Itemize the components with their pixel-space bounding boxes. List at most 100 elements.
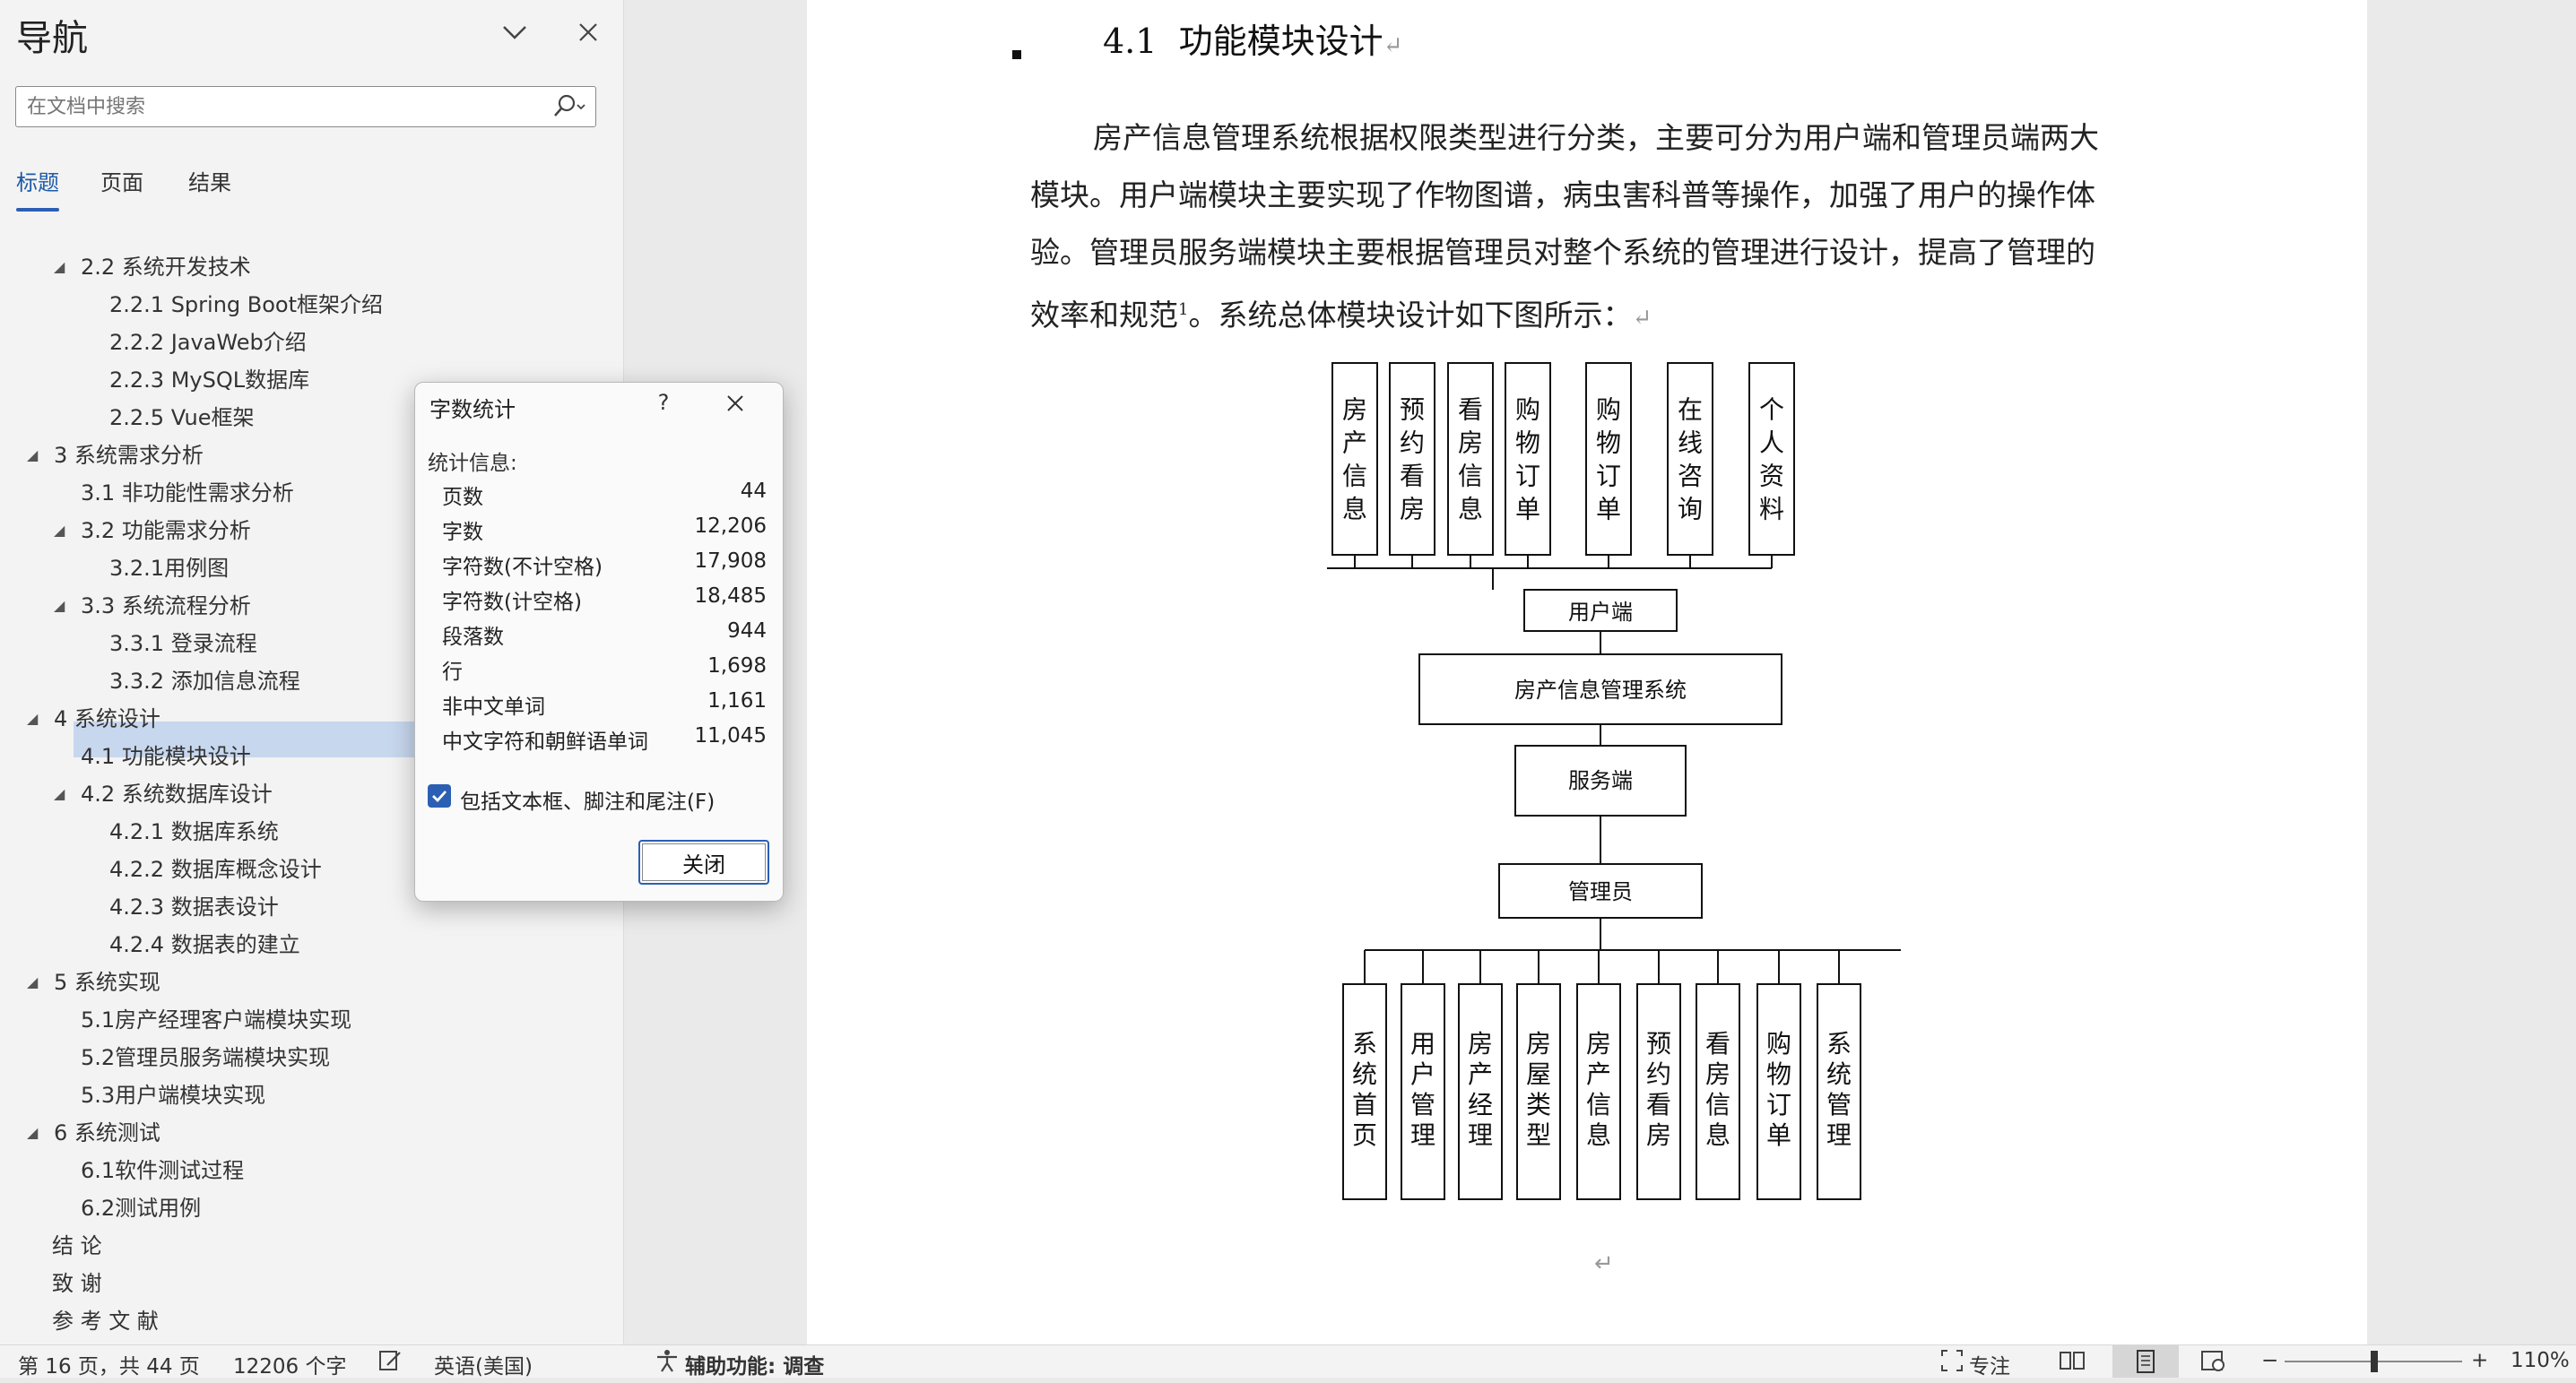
heading-item[interactable]: 4.2.1 数据库系统: [0, 814, 610, 850]
accessibility-icon: [655, 1349, 680, 1378]
top-module-label: 订: [1515, 462, 1540, 491]
collapse-triangle-icon[interactable]: ◢: [54, 522, 65, 539]
language[interactable]: 英语(美国): [434, 1355, 533, 1379]
focus-button[interactable]: 专注: [1969, 1355, 2010, 1379]
top-module-label: 单: [1515, 495, 1540, 524]
close-icon[interactable]: [720, 388, 750, 419]
heading-item-label: 2.2 系统开发技术: [81, 255, 251, 280]
heading-item[interactable]: 6.2测试用例: [0, 1190, 610, 1226]
accessibility-status[interactable]: 辅助功能: 调查: [685, 1355, 825, 1379]
word-count[interactable]: 12206 个字: [233, 1355, 347, 1379]
collapse-triangle-icon[interactable]: ◢: [27, 446, 39, 463]
heading-item[interactable]: 致 谢: [0, 1266, 610, 1301]
top-module-label: 询: [1678, 495, 1703, 524]
zoom-slider-thumb[interactable]: [2371, 1351, 2378, 1372]
heading-item[interactable]: 6.1软件测试过程: [0, 1153, 610, 1189]
module-diagram: 首页房产信息预约看房看房信息购物订单购物订单在线咨询个人资料用户端房产信息管理系…: [1327, 362, 1901, 1200]
heading-item[interactable]: 结 论: [0, 1228, 610, 1264]
collapse-triangle-icon[interactable]: ◢: [54, 258, 65, 275]
close-button[interactable]: 关闭: [638, 840, 769, 885]
heading-item[interactable]: 5.2管理员服务端模块实现: [0, 1040, 610, 1076]
document-page[interactable]: 4.1 功能模块设计↵ 房产信息管理系统根据权限类型进行分类，主要可分为用户端和…: [807, 0, 2367, 1344]
search-icon[interactable]: [551, 92, 586, 121]
heading-item[interactable]: 2.2.5 Vue框架: [0, 400, 610, 436]
heading-item[interactable]: 3.1 非功能性需求分析: [0, 475, 610, 511]
heading-item[interactable]: 2.2.2 JavaWeb介绍: [0, 324, 610, 360]
heading-item[interactable]: ◢4.2 系统数据库设计: [0, 776, 610, 812]
system-box: [1418, 653, 1782, 725]
heading-item[interactable]: 5.1房产经理客户端模块实现: [0, 1002, 610, 1038]
bottom-module-label: 用: [1410, 1029, 1435, 1059]
tab-headings[interactable]: 标题: [16, 165, 59, 212]
collapse-triangle-icon[interactable]: ◢: [54, 597, 65, 614]
stats-key: 非中文单词: [442, 696, 545, 719]
heading-item[interactable]: ◢ 3.2 功能需求分析: [0, 513, 610, 549]
stats-row: 字符数(计空格)18,485: [442, 584, 767, 618]
heading-item[interactable]: 4.2.2 数据库概念设计: [0, 851, 610, 887]
return-mark: ↵: [1594, 1250, 1614, 1277]
zoom-level[interactable]: 110%: [2511, 1349, 2570, 1372]
chevron-down-icon[interactable]: [499, 16, 531, 48]
status-bar: 第 16 页，共 44 页 12206 个字 英语(美国) 辅助功能: 调查 专…: [0, 1344, 2576, 1379]
heading-item[interactable]: 3.2.1用例图: [0, 550, 610, 586]
heading-item[interactable]: 3.3.1 登录流程: [0, 626, 610, 661]
bottom-module-label: 理: [1826, 1120, 1852, 1150]
heading-item-label: 3.2 功能需求分析: [81, 518, 251, 543]
heading-item[interactable]: ◢ 2.2 系统开发技术: [0, 249, 610, 285]
web-layout-icon[interactable]: [2200, 1349, 2227, 1378]
zoom-in-button[interactable]: +: [2471, 1349, 2489, 1372]
heading-item-label: 4.2.2 数据库概念设计: [109, 857, 322, 882]
search-input[interactable]: [25, 92, 549, 121]
heading-item[interactable]: 2.2.1 Spring Boot框架介绍: [0, 287, 610, 323]
heading-item[interactable]: 4.1 功能模块设计: [0, 739, 610, 774]
top-module-label: 资: [1759, 462, 1784, 491]
heading-item[interactable]: 2.2.3 MySQL数据库: [0, 362, 610, 398]
bottom-module-label: 统: [1352, 1059, 1377, 1089]
bottom-module-label: 管: [1410, 1090, 1435, 1119]
heading-item[interactable]: ◢4 系统设计: [0, 701, 610, 737]
tab-pages[interactable]: 页面: [100, 170, 143, 195]
heading-item[interactable]: ◢5 系统实现: [0, 964, 610, 1000]
heading-item[interactable]: 4.2.3 数据表设计: [0, 889, 610, 925]
close-icon[interactable]: [572, 16, 604, 48]
collapse-triangle-icon[interactable]: ◢: [27, 710, 39, 727]
top-module-box: [1389, 362, 1435, 556]
collapse-triangle-icon[interactable]: ◢: [27, 973, 39, 990]
heading-item-label: 3.3.2 添加信息流程: [109, 669, 300, 694]
help-button[interactable]: ?: [657, 390, 670, 415]
print-layout-icon[interactable]: [2112, 1345, 2179, 1378]
tab-results[interactable]: 结果: [188, 170, 231, 195]
include-textbox-checkbox[interactable]: [428, 784, 451, 808]
bottom-module-label: 系: [1352, 1029, 1377, 1059]
stats-key: 字数: [442, 521, 483, 544]
zoom-out-button[interactable]: −: [2261, 1349, 2279, 1372]
heading-item-label: 5.2管理员服务端模块实现: [81, 1045, 331, 1070]
include-textbox-label[interactable]: 包括文本框、脚注和尾注(F): [460, 791, 716, 814]
heading-item[interactable]: 参 考 文 献: [0, 1303, 610, 1339]
read-mode-icon[interactable]: [2059, 1349, 2086, 1378]
para-line: 验。管理员服务端模块主要根据管理员对整个系统的管理进行设计，提高了管理的: [1030, 235, 2095, 270]
heading-item[interactable]: 3.3.2 添加信息流程: [0, 663, 610, 699]
page-count[interactable]: 第 16 页，共 44 页: [18, 1355, 200, 1379]
stats-value: 11,045: [694, 724, 767, 748]
top-module-label: 物: [1515, 428, 1540, 458]
top-module-box: [1585, 362, 1632, 556]
bottom-module-box: [1756, 983, 1801, 1200]
focus-icon: [1940, 1349, 1964, 1378]
bottom-module-box: [1342, 983, 1387, 1200]
heading-item[interactable]: 5.3用户端模块实现: [0, 1077, 610, 1113]
heading-item[interactable]: ◢3 系统需求分析: [0, 437, 610, 473]
collapse-triangle-icon[interactable]: ◢: [27, 1124, 39, 1141]
heading-item[interactable]: ◢6 系统测试: [0, 1115, 610, 1151]
collapse-triangle-icon[interactable]: ◢: [54, 785, 65, 802]
bottom-module-label: 信: [1705, 1090, 1730, 1119]
heading-item-label: 6.2测试用例: [81, 1196, 202, 1221]
bottom-module-label: 息: [1705, 1120, 1730, 1150]
search-box[interactable]: [15, 86, 596, 127]
system-label: 房产信息管理系统: [1514, 678, 1687, 703]
heading-item[interactable]: ◢3.3 系统流程分析: [0, 588, 610, 624]
heading-item[interactable]: 4.2.4 数据表的建立: [0, 927, 610, 963]
top-module-box: [1667, 362, 1713, 556]
proofing-icon[interactable]: [378, 1349, 403, 1378]
stats-value: 44: [740, 480, 767, 503]
